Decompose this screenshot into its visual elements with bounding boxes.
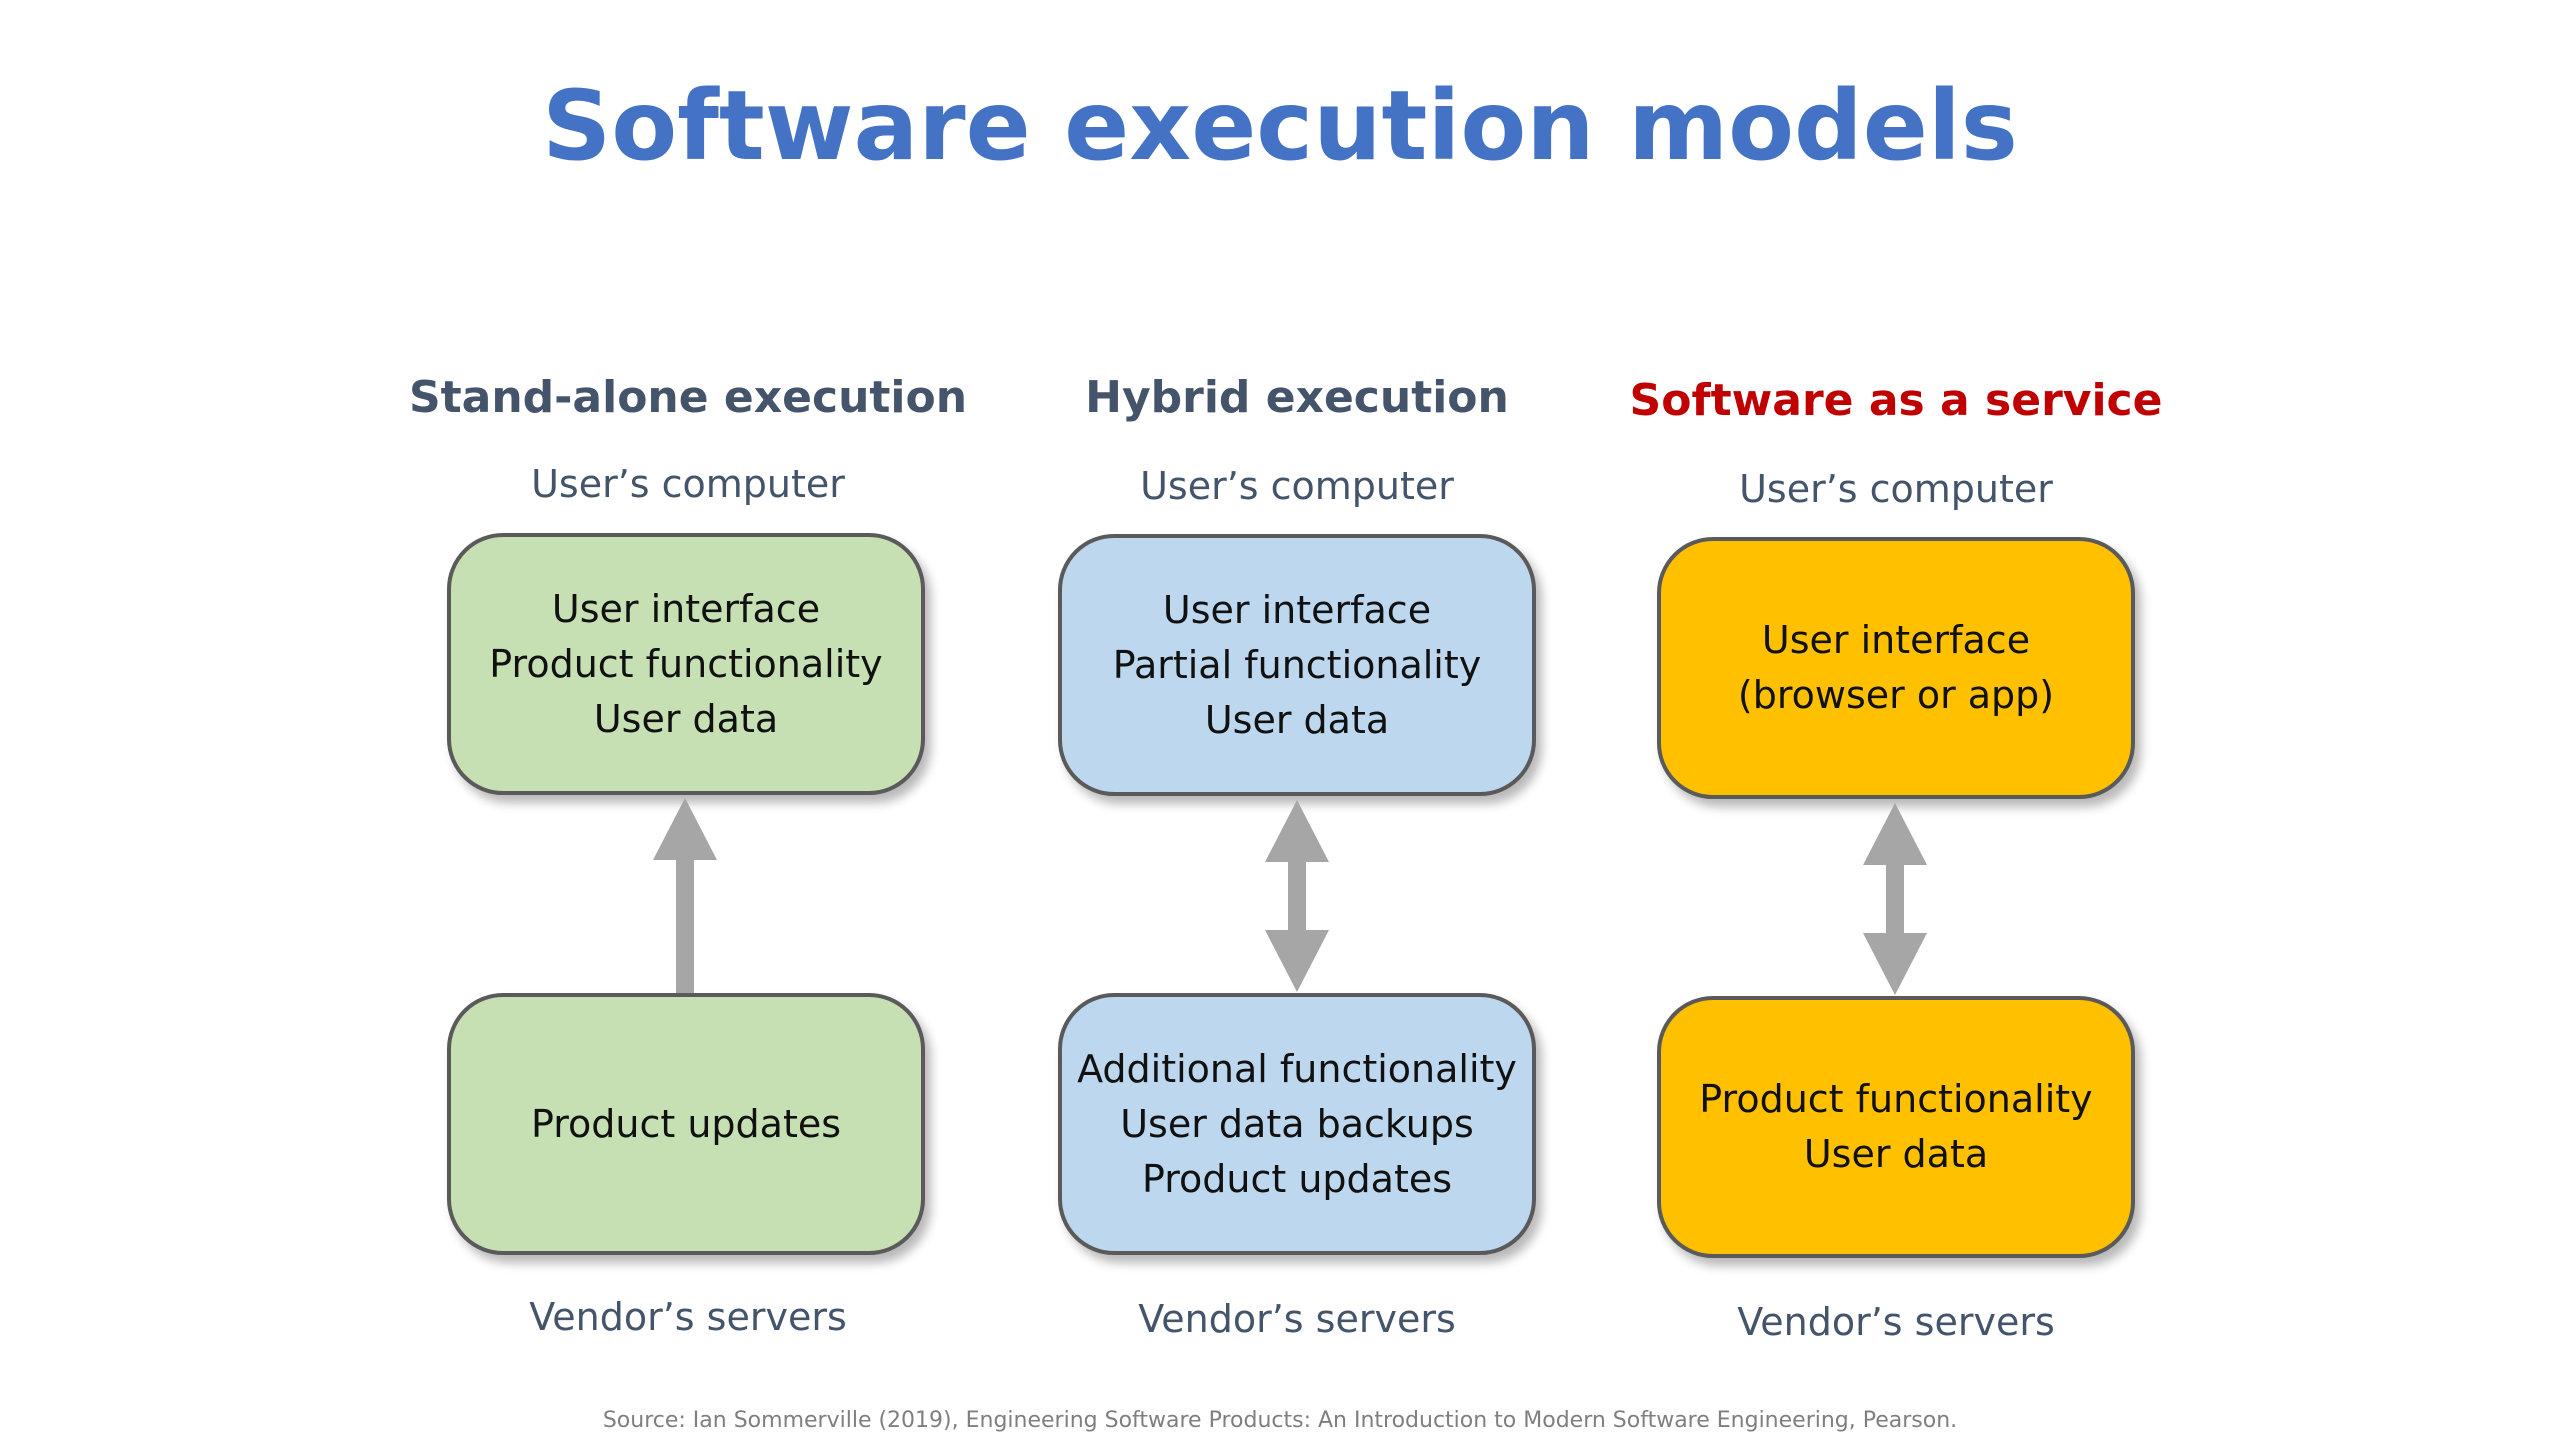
box-line: User data bbox=[1803, 1132, 1989, 1176]
box-line: User data bbox=[593, 696, 779, 741]
box-hybrid-vendor-servers: Additional functionality User data backu… bbox=[1058, 993, 1536, 1255]
box-line: Partial functionality bbox=[1112, 642, 1482, 687]
box-line: User interface bbox=[1761, 618, 2031, 662]
box-line: User data bbox=[1204, 697, 1390, 742]
slide-title: Software execution models bbox=[542, 70, 2018, 182]
label-vendors-servers-standalone: Vendor’s servers bbox=[529, 1295, 847, 1339]
box-line: User interface bbox=[1162, 587, 1432, 632]
label-users-computer-standalone: User’s computer bbox=[531, 462, 845, 506]
box-line: Product updates bbox=[1141, 1156, 1453, 1201]
source-citation: Source: Ian Sommerville (2019), Engineer… bbox=[602, 1408, 1958, 1433]
label-vendors-servers-hybrid: Vendor’s servers bbox=[1138, 1297, 1456, 1341]
box-line: User data backups bbox=[1120, 1101, 1474, 1146]
label-vendors-servers-saas: Vendor’s servers bbox=[1737, 1300, 2055, 1344]
heading-saas: Software as a service bbox=[1629, 375, 2163, 426]
box-hybrid-user-computer: User interface Partial functionality Use… bbox=[1058, 534, 1536, 796]
box-line: Product updates bbox=[530, 1101, 842, 1146]
arrow-up-standalone bbox=[653, 798, 717, 993]
box-standalone-user-computer: User interface Product functionality Use… bbox=[447, 533, 925, 795]
label-users-computer-hybrid: User’s computer bbox=[1140, 464, 1454, 508]
box-line: Product functionality bbox=[489, 641, 883, 686]
arrow-bidirectional-saas bbox=[1863, 803, 1927, 995]
heading-stand-alone: Stand-alone execution bbox=[408, 372, 968, 423]
box-saas-user-computer: User interface (browser or app) bbox=[1657, 537, 2135, 799]
box-line: User interface bbox=[551, 586, 821, 631]
arrow-bidirectional-hybrid bbox=[1265, 800, 1329, 992]
heading-hybrid: Hybrid execution bbox=[1085, 372, 1509, 423]
label-users-computer-saas: User’s computer bbox=[1739, 467, 2053, 511]
box-line: (browser or app) bbox=[1737, 673, 2055, 717]
box-saas-vendor-servers: Product functionality User data bbox=[1657, 996, 2135, 1258]
box-line: Product functionality bbox=[1699, 1077, 2093, 1121]
box-line: Additional functionality bbox=[1077, 1046, 1517, 1091]
box-standalone-vendor-servers: Product updates bbox=[447, 993, 925, 1255]
